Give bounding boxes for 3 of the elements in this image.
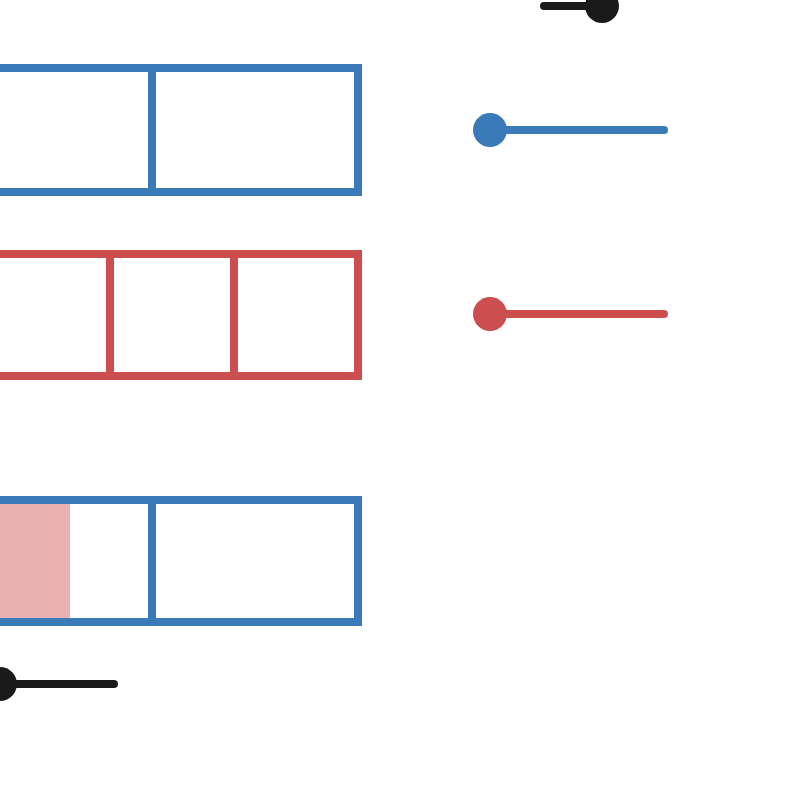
segmented-bar — [0, 496, 362, 626]
segmented-bar — [0, 250, 362, 380]
segmented-bar — [0, 64, 362, 196]
